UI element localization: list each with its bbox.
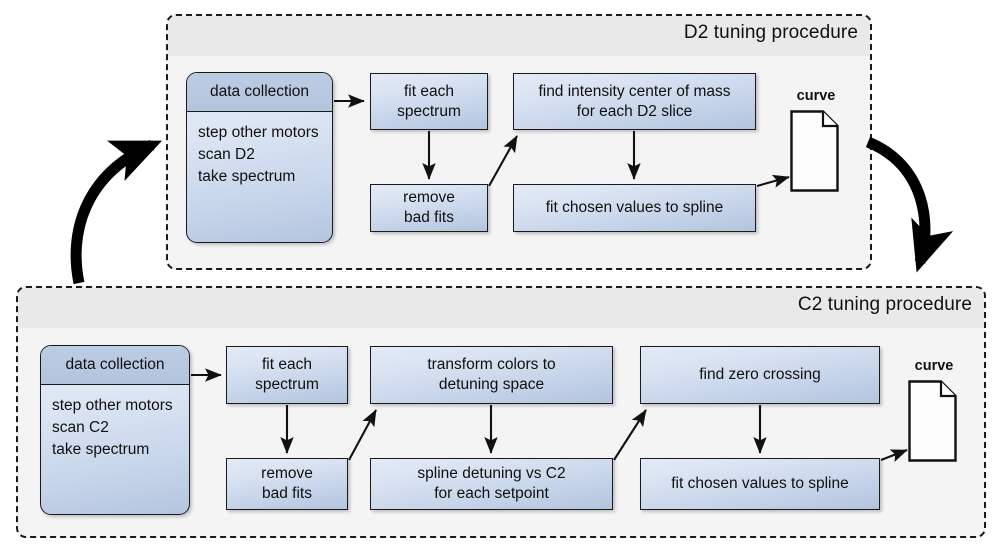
d2-data-collection-body: step other motors scan D2 take spectrum <box>187 111 332 242</box>
c2-remove-line-2: bad fits <box>262 485 312 502</box>
d2-fit-line-2: spectrum <box>397 102 461 120</box>
c2-transform-line-1: transform colors to <box>427 356 556 374</box>
document-icon <box>908 380 958 467</box>
d2-com-line-2: for each D2 slice <box>576 102 693 120</box>
d2-find-intensity-text: find intensity center of mass for each D2… <box>526 82 742 122</box>
c2-remove-line-1: remove <box>261 465 313 483</box>
c2-dc-line-1: step other motors <box>52 397 173 414</box>
c2-data-collection-header: data collection <box>41 346 189 385</box>
c2-fit-line-2: spectrum <box>255 376 319 393</box>
d2-dc-line-2: scan D2 <box>198 146 255 163</box>
d2-node-fit-chosen-values[interactable]: fit chosen values to spline <box>513 184 756 232</box>
c2-curve-label: curve <box>914 358 954 374</box>
d2-fit-chosen-text: fit chosen values to spline <box>545 199 724 217</box>
c2-remove-bad-fits-text: remove bad fits <box>249 464 325 504</box>
arrow-c2-to-d2-loop <box>70 139 163 285</box>
c2-node-fit-chosen-values[interactable]: fit chosen values to spline <box>640 458 880 510</box>
d2-remove-line-1: remove <box>403 189 455 207</box>
c2-spline-line-1: spline detuning vs C2 <box>417 465 566 483</box>
c2-data-collection-box[interactable]: data collection step other motors scan C… <box>40 345 190 515</box>
c2-spline-line-2: for each setpoint <box>434 485 549 502</box>
d2-remove-bad-fits-text: remove bad fits <box>391 188 467 228</box>
c2-transform-line-2: detuning space <box>438 376 545 393</box>
c2-spline-detuning-text: spline detuning vs C2 for each setpoint <box>405 464 577 504</box>
c2-fit-line-1: fit each <box>262 356 312 374</box>
c2-output-curve[interactable]: curve <box>908 358 960 463</box>
c2-node-spline-detuning[interactable]: spline detuning vs C2 for each setpoint <box>370 458 613 510</box>
d2-dc-line-1: step other motors <box>198 124 319 141</box>
arrow-d2-to-c2-loop <box>865 136 954 273</box>
d2-fit-line-1: fit each <box>404 82 454 100</box>
group-d2-title: D2 tuning procedure <box>683 22 858 43</box>
group-d2-titlebar <box>168 16 870 56</box>
group-c2-titlebar <box>18 288 984 328</box>
group-c2-title: C2 tuning procedure <box>797 294 972 315</box>
document-icon <box>790 110 840 197</box>
d2-node-fit-each-spectrum[interactable]: fit each spectrum <box>370 73 488 130</box>
c2-find-zero-crossing-text: find zero crossing <box>699 366 821 384</box>
c2-fit-chosen-text: fit chosen values to spline <box>671 475 849 493</box>
c2-data-collection-body: step other motors scan C2 take spectrum <box>41 384 189 514</box>
d2-fit-each-spectrum-text: fit each spectrum <box>385 82 473 122</box>
c2-node-remove-bad-fits[interactable]: remove bad fits <box>226 458 348 510</box>
d2-dc-line-3: take spectrum <box>198 168 296 185</box>
d2-data-collection-header: data collection <box>187 73 332 112</box>
d2-remove-line-2: bad fits <box>404 209 454 226</box>
c2-node-find-zero-crossing[interactable]: find zero crossing <box>640 346 880 404</box>
c2-dc-line-3: take spectrum <box>52 441 150 458</box>
c2-transform-colors-text: transform colors to detuning space <box>415 355 567 395</box>
d2-curve-label: curve <box>796 88 836 104</box>
c2-node-fit-each-spectrum[interactable]: fit each spectrum <box>226 346 348 404</box>
c2-node-transform-colors[interactable]: transform colors to detuning space <box>370 346 613 404</box>
d2-output-curve[interactable]: curve <box>790 88 842 193</box>
d2-data-collection-box[interactable]: data collection step other motors scan D… <box>186 72 333 243</box>
d2-com-line-1: find intensity center of mass <box>538 82 731 100</box>
d2-node-remove-bad-fits[interactable]: remove bad fits <box>370 184 488 232</box>
d2-node-find-intensity-com[interactable]: find intensity center of mass for each D2… <box>513 73 756 130</box>
c2-dc-line-2: scan C2 <box>52 419 109 436</box>
c2-fit-each-spectrum-text: fit each spectrum <box>243 355 331 395</box>
